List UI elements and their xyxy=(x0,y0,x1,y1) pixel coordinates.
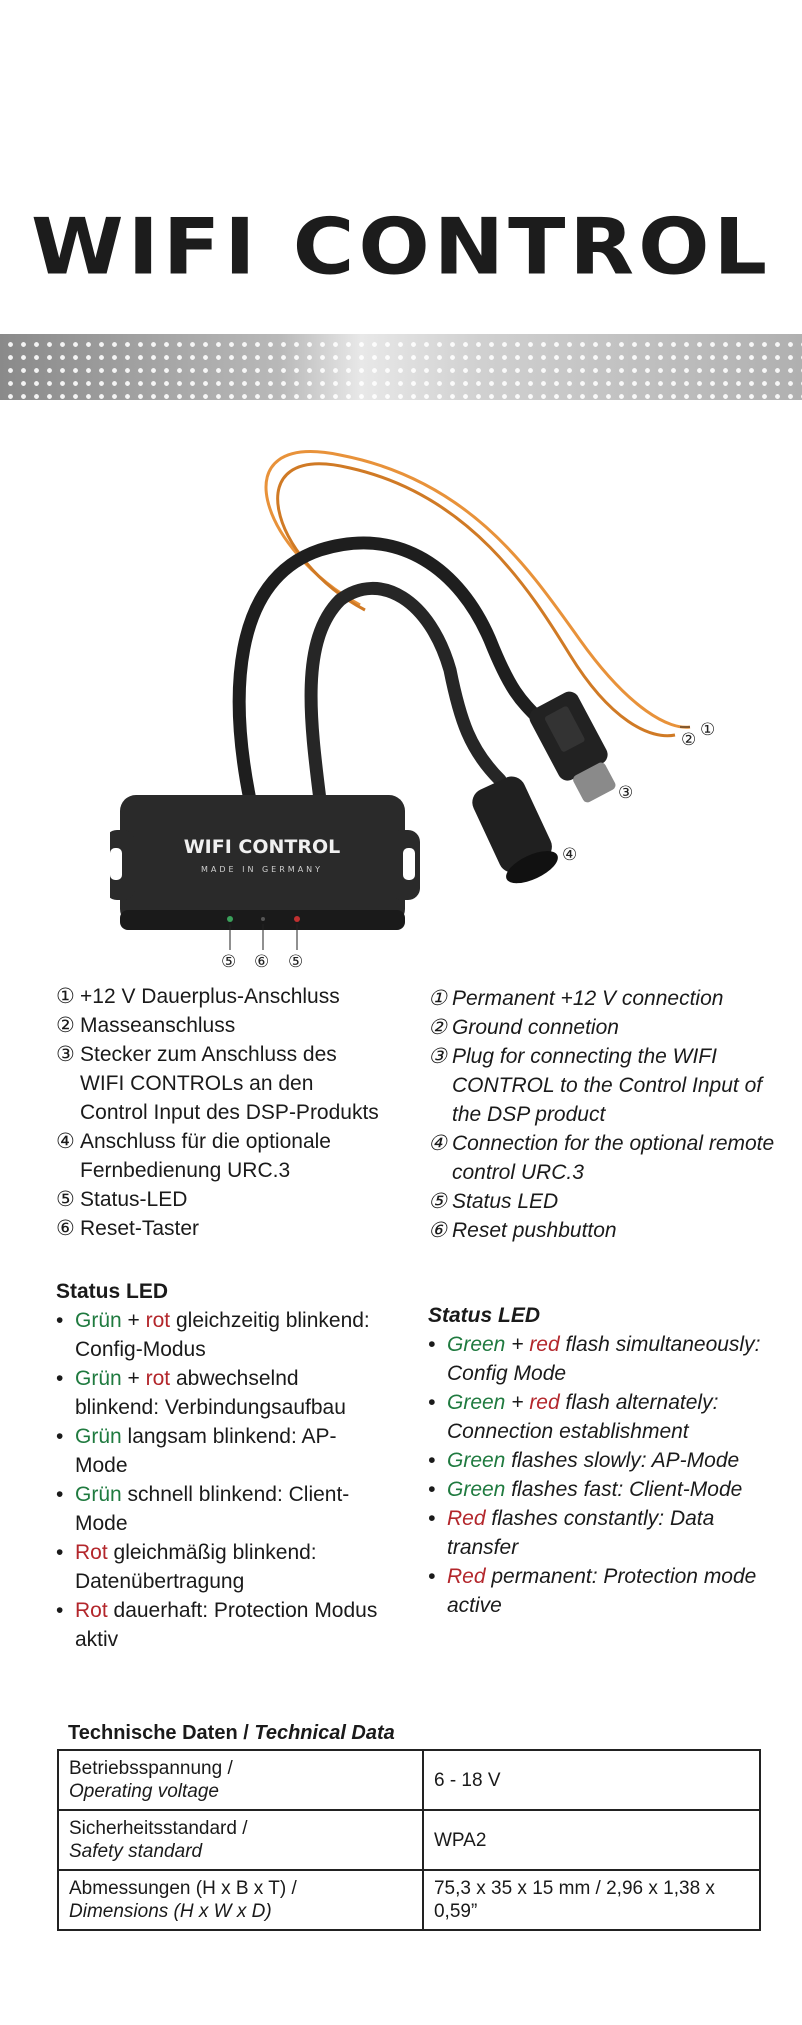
status-heading: Status LED xyxy=(56,1280,169,1303)
part-item: ①+12 V Dauerplus-Anschluss xyxy=(56,985,340,1008)
table-cell-value: WPA2 xyxy=(421,1809,762,1871)
table-row: Betriebsspannung /Operating voltage 6 - … xyxy=(57,1749,762,1811)
table-cell-label: Betriebsspannung /Operating voltage xyxy=(57,1749,424,1811)
callout-2: ② xyxy=(681,730,696,750)
table-row: Sicherheitsstandard /Safety standard WPA… xyxy=(57,1809,762,1871)
callout-6: ⑥ xyxy=(254,952,269,972)
table-cell-value: 6 - 18 V xyxy=(421,1749,762,1811)
callout-5b: ⑤ xyxy=(288,952,303,972)
cable-remote xyxy=(304,582,507,807)
status-item: Green flashes fast: Client-Mode xyxy=(428,1475,788,1504)
box-label: WIFI CONTROL xyxy=(184,836,341,858)
tech-data-table: Betriebsspannung /Operating voltage 6 - … xyxy=(57,1749,762,1931)
dsp-plug xyxy=(529,691,616,803)
red-led xyxy=(294,916,300,922)
orange-wire-2 xyxy=(276,462,676,738)
table-cell-value: 75,3 x 35 x 15 mm / 2,96 x 1,38 x 0,59” xyxy=(421,1869,762,1931)
status-item: Rot gleichmäßig blinkend: Datenübertragu… xyxy=(56,1538,386,1596)
status-item: Grün + rot gleichzeitig blinkend: Config… xyxy=(56,1306,386,1364)
table-cell-label: Sicherheitsstandard /Safety standard xyxy=(57,1809,424,1871)
green-led xyxy=(227,916,233,922)
status-item: Grün langsam blinkend: AP-Mode xyxy=(56,1422,386,1480)
status-item: Green + red flash alternately: Connectio… xyxy=(428,1388,788,1446)
orange-wire-1 xyxy=(264,450,691,729)
tech-data-heading: Technische Daten / Technical Data xyxy=(68,1722,395,1744)
table-row: Abmessungen (H x B x T) /Dimensions (H x… xyxy=(57,1869,762,1931)
status-item: Grün schnell blinkend: Client-Mode xyxy=(56,1480,386,1538)
status-item: Red permanent: Protection mode active xyxy=(428,1562,788,1620)
dotted-banner xyxy=(0,334,802,400)
product-photo: WIFI CONTROL MADE IN GERMANY ① ② ③ ④ ⑤ ⑥… xyxy=(110,450,715,972)
dot-pattern xyxy=(0,334,802,400)
status-item: Red flashes constantly: Data transfer xyxy=(428,1504,788,1562)
callout-5a: ⑤ xyxy=(221,952,236,972)
control-box: WIFI CONTROL MADE IN GERMANY xyxy=(110,795,420,930)
box-sublabel: MADE IN GERMANY xyxy=(201,865,323,874)
status-item: Rot dauerhaft: Protection Modus aktiv xyxy=(56,1596,386,1654)
status-item: Green flashes slowly: AP-Mode xyxy=(428,1446,788,1475)
callout-1: ① xyxy=(700,720,715,740)
status-heading: Status LED xyxy=(428,1304,541,1327)
page-title: WIFI CONTROL xyxy=(30,201,772,293)
reset-hole xyxy=(261,917,265,921)
table-cell-label: Abmessungen (H x B x T) /Dimensions (H x… xyxy=(57,1869,424,1931)
callout-3: ③ xyxy=(618,783,633,803)
cable-main xyxy=(232,536,547,807)
callout-4: ④ xyxy=(562,845,577,865)
status-item: Green + red flash simultaneously: Config… xyxy=(428,1330,788,1388)
status-item: Grün + rot abwechselnd blinkend: Verbind… xyxy=(56,1364,386,1422)
remote-jack xyxy=(472,776,558,884)
